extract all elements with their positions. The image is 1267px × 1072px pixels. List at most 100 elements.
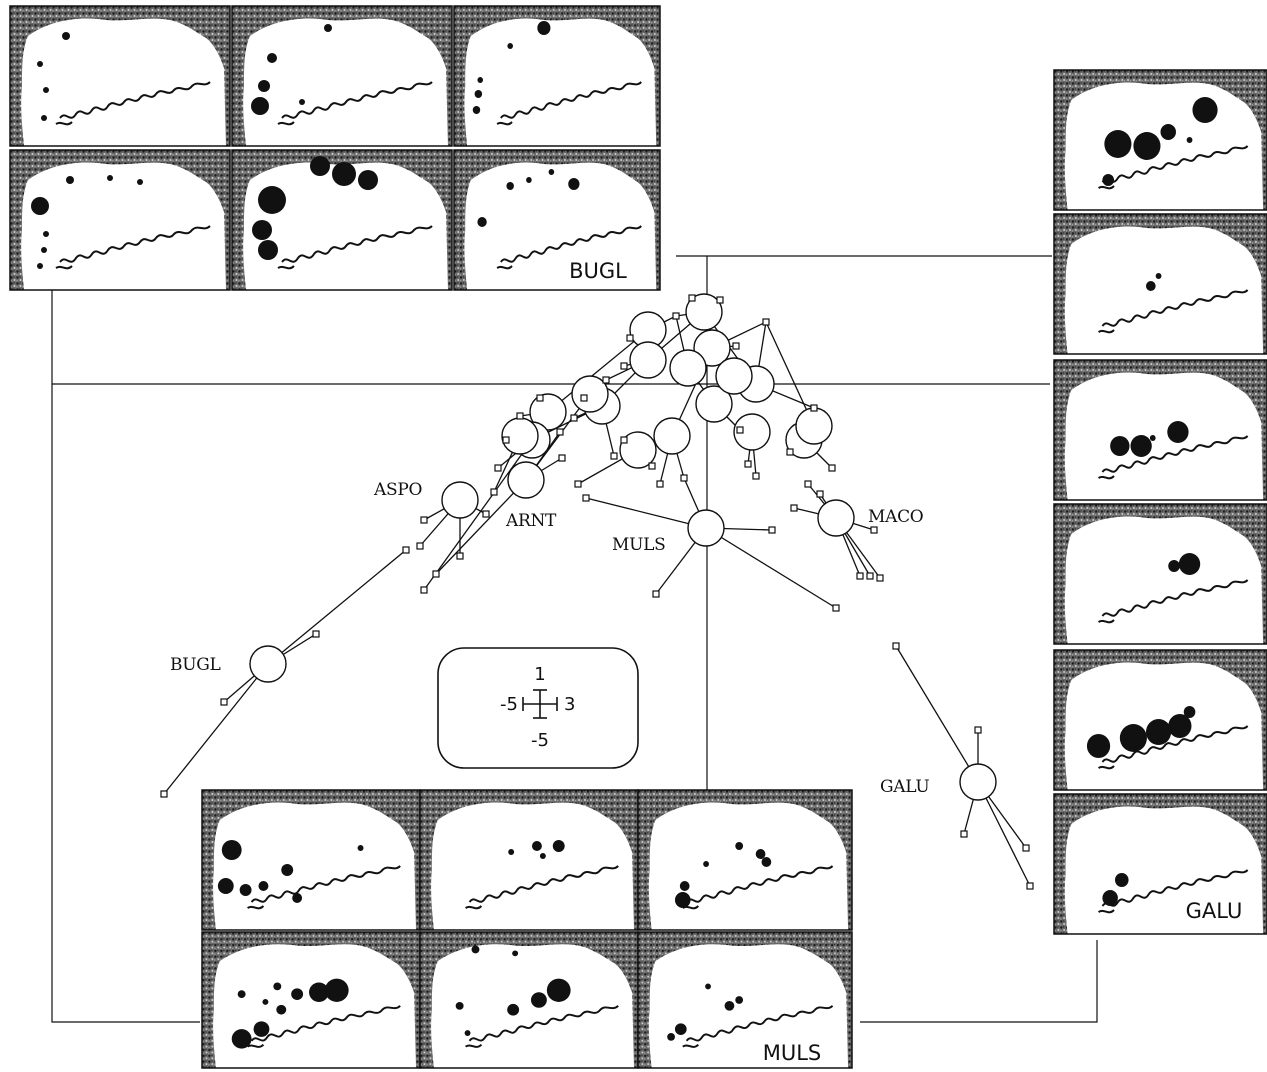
occurrence-dot — [735, 842, 744, 850]
sample-marker — [570, 414, 578, 422]
species-node — [571, 375, 609, 413]
muls-map-panel — [419, 931, 639, 1069]
occurrence-dot — [41, 115, 47, 121]
occurrence-dot — [568, 178, 580, 190]
sample-marker — [416, 542, 424, 550]
species-node — [733, 413, 771, 451]
muls-map-panel — [201, 931, 421, 1069]
species-node — [441, 481, 479, 519]
occurrence-dot — [548, 169, 555, 175]
scale-bar: 1 -5 3 -5 — [437, 647, 639, 769]
bugl-map-panels — [9, 5, 661, 291]
species-node — [501, 417, 539, 455]
occurrence-dot — [1167, 421, 1189, 443]
muls-panel-label: MULS — [763, 1041, 822, 1065]
occurrence-dot — [137, 179, 143, 185]
occurrence-dot — [258, 186, 286, 214]
species-node — [629, 341, 667, 379]
sample-marker — [610, 452, 618, 460]
galu-map-panel — [1053, 503, 1267, 645]
sample-marker — [516, 412, 524, 420]
occurrence-dot — [546, 978, 571, 1002]
species-node — [959, 763, 997, 801]
occurrence-dot — [1183, 706, 1196, 718]
species-node — [507, 461, 545, 499]
bugl-map-panel — [231, 5, 453, 147]
species-node — [685, 293, 723, 331]
sample-marker — [870, 526, 878, 534]
species-node — [249, 645, 287, 683]
occurrence-dot — [1168, 714, 1192, 738]
occurrence-dot — [1102, 174, 1115, 186]
occurrence-dot — [332, 162, 356, 186]
network-edge — [267, 549, 407, 665]
sample-marker — [736, 426, 744, 434]
occurrence-dot — [292, 893, 303, 903]
bugl-panel-label: BUGL — [569, 259, 627, 283]
sample-marker — [790, 504, 798, 512]
occurrence-dot — [221, 840, 242, 860]
occurrence-dot — [1104, 130, 1132, 158]
species-node — [669, 349, 707, 387]
occurrence-dot — [43, 231, 49, 237]
galu-panel-label: GALU — [1186, 899, 1243, 923]
occurrence-dot — [107, 175, 113, 181]
occurrence-dot — [455, 1001, 464, 1010]
occurrence-dot — [258, 80, 270, 92]
occurrence-dot — [1160, 124, 1176, 140]
bugl-map-panel — [453, 149, 661, 291]
occurrence-dot — [512, 950, 519, 957]
occurrence-dot — [276, 1004, 287, 1015]
muls-map-panel — [201, 789, 421, 931]
sample-marker — [160, 790, 168, 798]
sample-marker — [556, 428, 564, 436]
species-node — [695, 385, 733, 423]
occurrence-dot — [1102, 890, 1118, 906]
occurrence-dot — [1119, 724, 1147, 752]
sample-marker — [626, 334, 634, 342]
occurrence-dot — [299, 99, 305, 105]
sample-marker — [536, 394, 544, 402]
node-label-arnt: ARNT — [505, 511, 557, 531]
sample-marker — [432, 570, 440, 578]
network-edge — [977, 781, 1031, 887]
occurrence-dot — [252, 220, 272, 240]
occurrence-dot — [1130, 435, 1152, 457]
node-label-muls: MULS — [612, 535, 665, 555]
occurrence-dot — [281, 864, 294, 876]
network-edge — [585, 497, 707, 529]
node-label-bugl: BUGL — [170, 655, 221, 675]
occurrence-dot — [1114, 873, 1129, 887]
occurrence-dot — [1155, 273, 1162, 279]
occurrence-dot — [237, 990, 246, 999]
sample-marker — [456, 552, 464, 560]
sample-marker — [490, 488, 498, 496]
occurrence-dot — [531, 841, 542, 851]
occurrence-dot — [273, 982, 282, 991]
species-node — [529, 393, 567, 431]
muls-map-panel — [419, 789, 639, 931]
network-edge — [765, 321, 815, 427]
bugl-map-panel — [231, 149, 453, 291]
muls-map-panel — [637, 789, 853, 931]
network-edge — [895, 645, 979, 783]
occurrence-dot — [324, 24, 332, 32]
occurrence-dot — [508, 849, 515, 855]
occurrence-dot — [526, 177, 532, 183]
bugl-map-panel — [453, 5, 661, 147]
occurrence-dot — [43, 87, 49, 93]
sample-marker — [648, 462, 656, 470]
occurrence-dot — [357, 845, 364, 851]
sample-marker — [768, 526, 776, 534]
occurrence-dot — [251, 97, 269, 115]
sample-marker — [482, 510, 490, 518]
occurrence-dot — [530, 992, 547, 1008]
occurrence-dot — [1133, 132, 1161, 160]
sample-marker — [502, 436, 510, 444]
sample-marker — [828, 464, 836, 472]
species-node — [817, 499, 855, 537]
sample-marker — [832, 604, 840, 612]
sample-marker — [574, 480, 582, 488]
occurrence-dot — [291, 988, 304, 1000]
